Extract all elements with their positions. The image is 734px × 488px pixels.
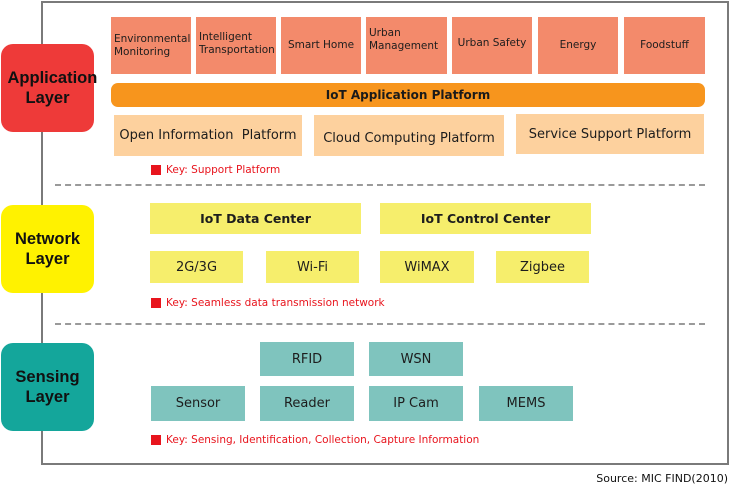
sensing-rfid: RFID <box>260 342 354 376</box>
network-tech-zigbee: Zigbee <box>496 251 589 283</box>
network-key: Key: Seamless data transmission network <box>151 297 385 309</box>
sensing-item-label: RFID <box>291 351 323 367</box>
app-domain-label: Intelligent Transportation <box>199 31 275 56</box>
app-domain-urban-safety: Urban Safety <box>452 17 532 74</box>
sensing-key: Key: Sensing, Identification, Collection… <box>151 434 479 446</box>
app-domain-environmental-monitoring: Environmental Monitoring <box>111 17 191 74</box>
app-domain-smart-home: Smart Home <box>281 17 361 74</box>
app-domain-energy: Energy <box>538 17 618 74</box>
network-key-text: Key: Seamless data transmission network <box>166 297 385 309</box>
network-tech-wimax: WiMAX <box>380 251 474 283</box>
sensing-item-label: Sensor <box>175 396 221 411</box>
network-layer-text: Network Layer <box>14 230 81 268</box>
app-domain-label: Urban Safety <box>457 37 527 49</box>
support-platform-label: Open Information Platform <box>119 128 297 143</box>
source-caption: Source: MIC FIND(2010) <box>596 472 728 485</box>
network-tech-wifi: Wi-Fi <box>266 251 359 283</box>
sensing-layer-text: Sensing Layer <box>15 368 80 406</box>
sensing-item-label: WSN <box>400 351 432 367</box>
network-tech-label: WiMAX <box>404 259 450 275</box>
support-cloud-computing-platform: Cloud Computing Platform <box>314 115 504 156</box>
sensing-wsn: WSN <box>369 342 463 376</box>
app-domain-urban-management: Urban Management <box>366 17 447 74</box>
sensing-sensor: Sensor <box>151 386 245 421</box>
network-tech-label: Wi-Fi <box>296 259 328 275</box>
sensing-item-label: MEMS <box>506 396 546 411</box>
iot-data-center: IoT Data Center <box>150 203 361 234</box>
app-domain-foodstuff: Foodstuff <box>624 17 705 74</box>
network-tech-2g3g: 2G/3G <box>150 251 243 283</box>
network-layer-label: Network Layer <box>1 205 94 293</box>
key-square-icon <box>151 435 161 445</box>
support-open-information-platform: Open Information Platform <box>114 115 302 156</box>
sensing-key-text: Key: Sensing, Identification, Collection… <box>166 434 480 446</box>
platform-bar-label: IoT Application Platform <box>325 88 491 102</box>
key-square-icon <box>151 165 161 175</box>
divider-network-sensing <box>55 323 705 325</box>
application-layer-text: Application Layer <box>7 69 98 107</box>
network-tech-label: Zigbee <box>519 259 566 275</box>
application-layer-label: Application Layer <box>1 44 98 132</box>
app-domain-label: Urban Management <box>369 27 439 52</box>
sensing-reader: Reader <box>260 386 354 421</box>
support-platform-label: Service Support Platform <box>528 126 692 142</box>
app-domain-label: Smart Home <box>287 39 355 51</box>
sensing-mems: MEMS <box>479 386 573 421</box>
application-key: Key: Support Platform <box>151 164 280 176</box>
app-domain-label: Environmental Monitoring <box>114 32 191 58</box>
application-key-text: Key: Support Platform <box>166 164 281 176</box>
app-domain-intelligent-transportation: Intelligent Transportation <box>196 17 276 74</box>
app-domain-label: Energy <box>559 39 597 51</box>
sensing-ip-cam: IP Cam <box>369 386 463 421</box>
network-center-label: IoT Control Center <box>420 211 551 226</box>
app-domain-label: Foodstuff <box>640 39 689 51</box>
support-platform-label: Cloud Computing Platform <box>323 131 495 146</box>
iot-control-center: IoT Control Center <box>380 203 591 234</box>
sensing-item-label: Reader <box>283 396 330 411</box>
sensing-item-label: IP Cam <box>393 396 439 411</box>
sensing-layer-label: Sensing Layer <box>1 343 94 431</box>
divider-application-network <box>55 184 705 186</box>
iot-application-platform-bar: IoT Application Platform <box>111 83 705 107</box>
network-tech-label: 2G/3G <box>175 259 218 275</box>
network-center-label: IoT Data Center <box>200 211 311 226</box>
support-service-support-platform: Service Support Platform <box>516 114 704 154</box>
key-square-icon <box>151 298 161 308</box>
